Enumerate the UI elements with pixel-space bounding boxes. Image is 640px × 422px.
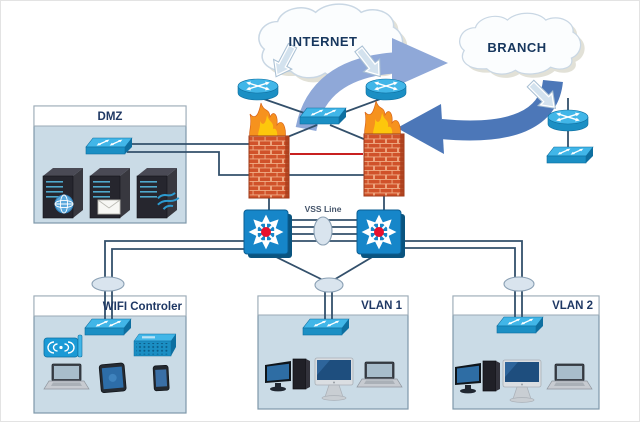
- router-icon: [547, 109, 589, 132]
- etherchannel-ellipse: [314, 277, 344, 293]
- switch-icon: [546, 146, 594, 164]
- swoosh-arrow-from-branch: [397, 79, 563, 154]
- server-icon: [136, 167, 178, 219]
- branch-cloud-label: BRANCH: [487, 40, 546, 55]
- tablet-icon: [98, 362, 127, 394]
- firewall-icon: [363, 100, 405, 197]
- etherchannel-ellipse: [91, 276, 125, 292]
- smartphone-icon: [152, 364, 170, 392]
- router-icon: [365, 78, 407, 101]
- router-icon: [237, 78, 279, 101]
- wlan-controller-icon: [133, 333, 177, 357]
- wifi-zone-label: WIFI Controler: [103, 301, 183, 313]
- switch-icon: [299, 107, 347, 125]
- etherchannel-ellipse: [503, 276, 535, 292]
- multilayer-switch-icon: [244, 210, 292, 258]
- switch-icon: [84, 318, 132, 336]
- vlan1-zone-label: VLAN 1: [361, 300, 403, 312]
- mail-icon: [97, 199, 121, 215]
- globe-icon: [54, 194, 74, 214]
- vlan2-zone-label: VLAN 2: [552, 300, 593, 312]
- vss-ellipse: [313, 216, 333, 246]
- firewall-icon: [248, 102, 290, 199]
- vss-line-label: VSS Line: [305, 204, 342, 214]
- switch-icon: [496, 316, 544, 334]
- dmz-zone-label: DMZ: [98, 111, 123, 123]
- internet-cloud-label: INTERNET: [289, 34, 358, 49]
- multilayer-switch-icon: [357, 210, 405, 258]
- access-point-icon: [43, 334, 83, 358]
- switch-icon: [302, 318, 350, 336]
- server-logo: [157, 192, 180, 210]
- switch-icon: [85, 137, 133, 155]
